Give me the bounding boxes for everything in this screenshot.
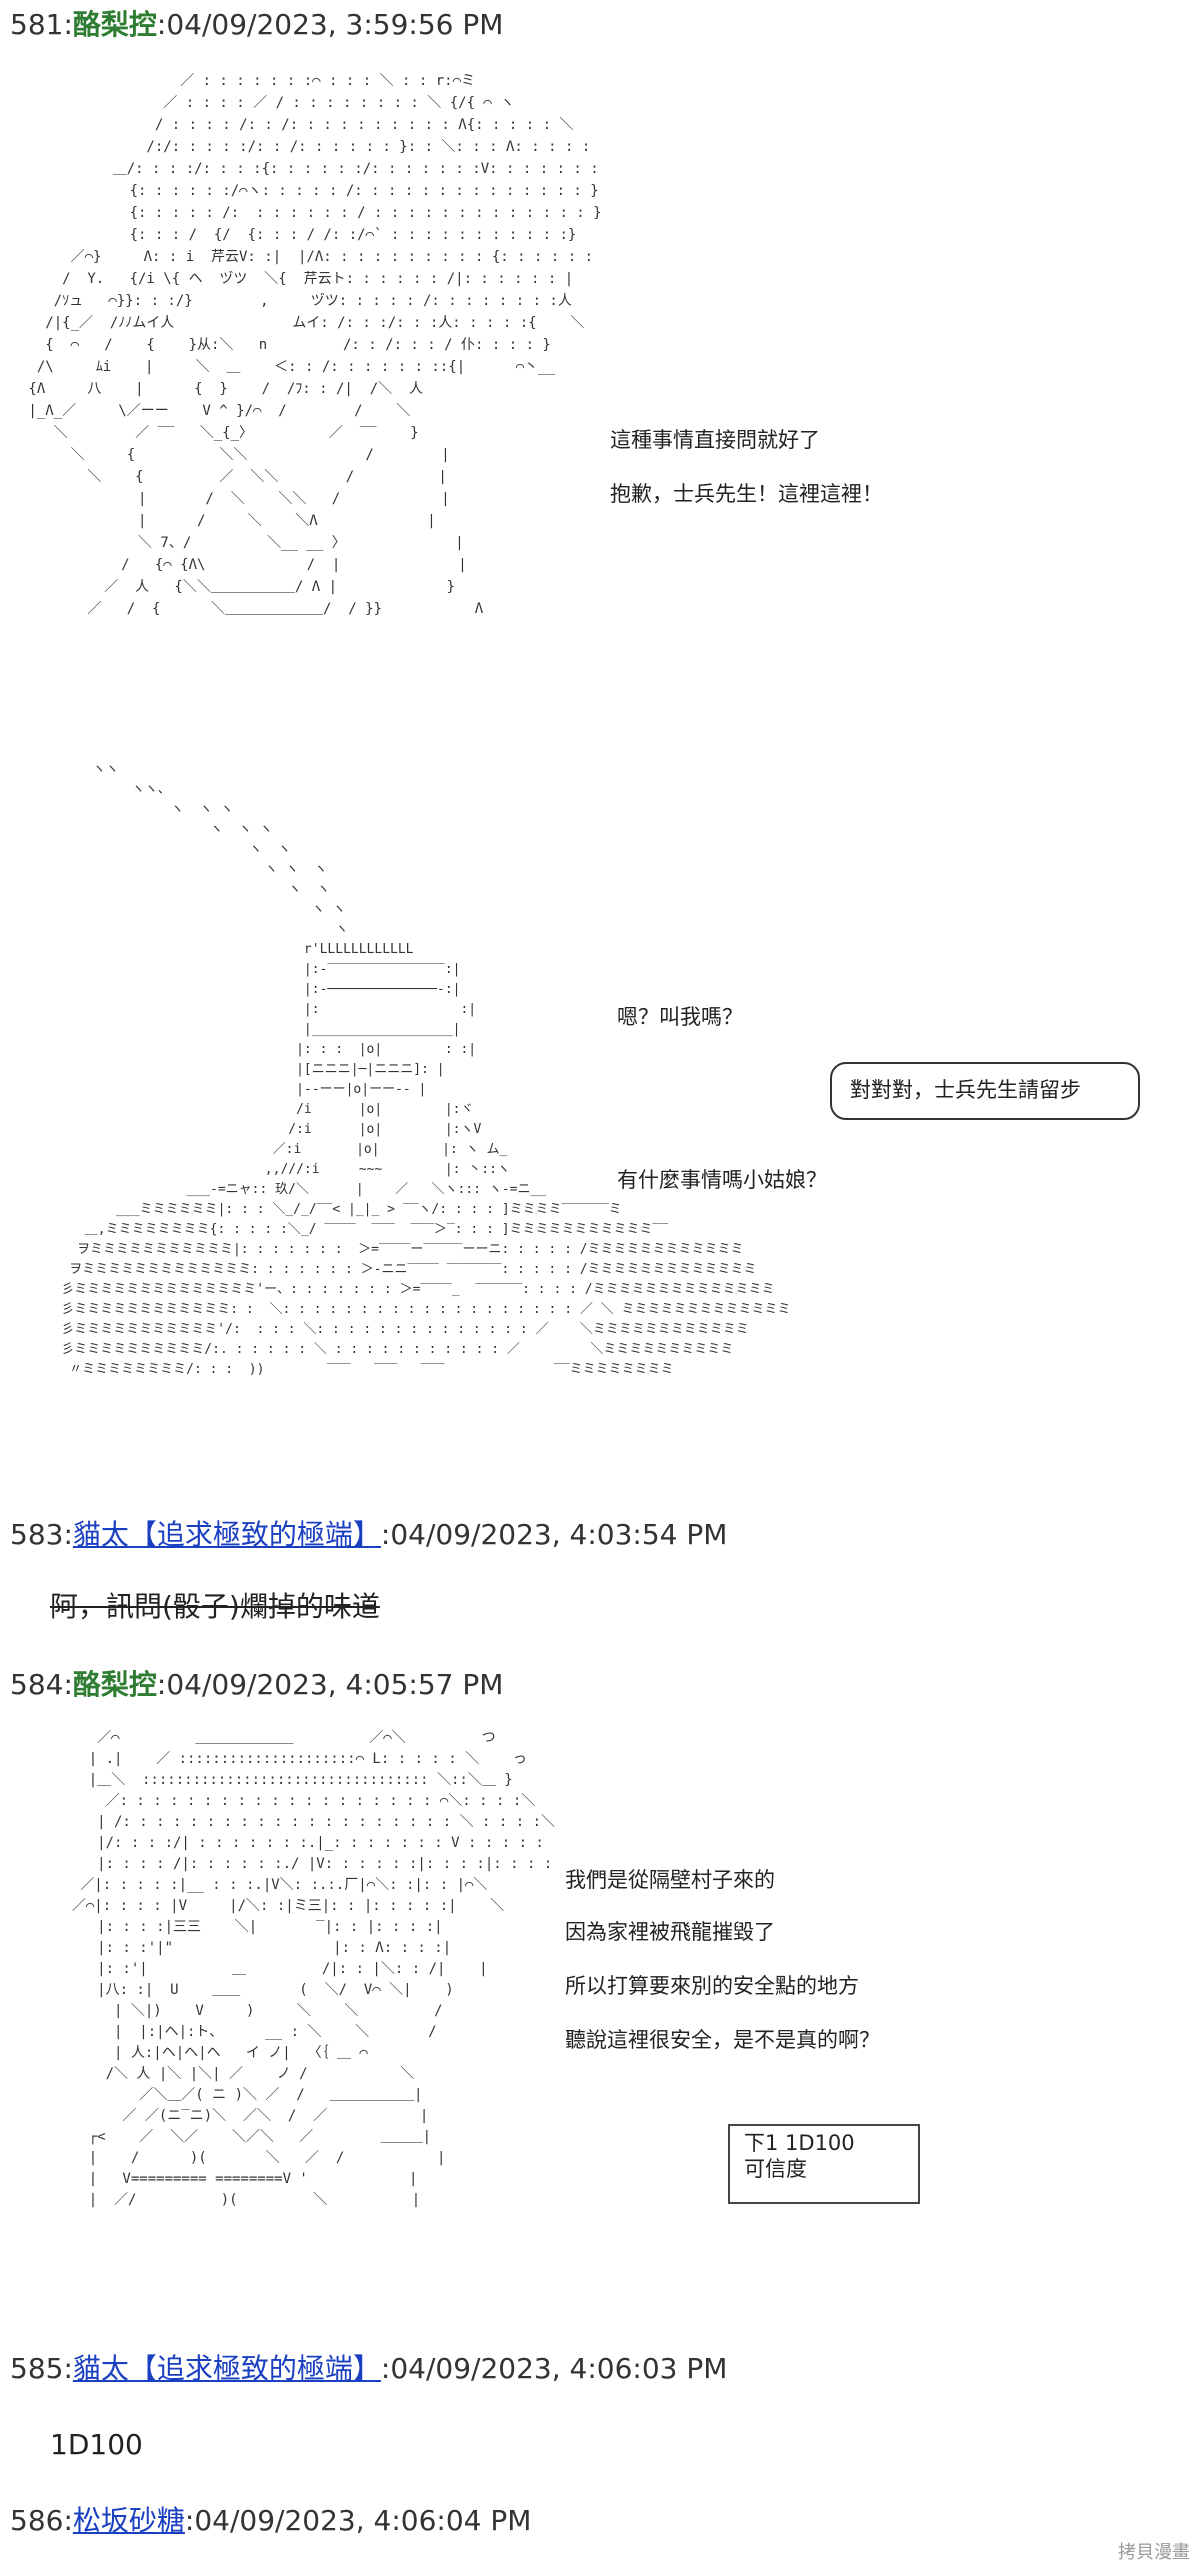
dice-label: 下1 1D100 xyxy=(744,2131,855,2155)
scene2-line-2: 有什麼事情嗎小姑娘？ xyxy=(617,1168,827,1192)
post-number: 584 xyxy=(10,1668,64,1701)
post-header-583: 583:貓太【追求極致的極端】:04/09/2023, 4:03:54 PM xyxy=(10,1518,728,1551)
post-header-586: 586:松坂砂糖:04/09/2023, 4:06:04 PM xyxy=(10,2504,532,2537)
post-date: 04/09/2023, 4:03:54 PM xyxy=(390,1518,728,1551)
post-number: 585 xyxy=(10,2352,64,2385)
ascii-art-girl-2: ／⌒ ＿＿＿＿＿＿＿ ／⌒＼ つ | .| ／ ::::::::::::::::… xyxy=(71,1730,555,2208)
poster-name[interactable]: 酪梨控 xyxy=(72,1668,157,1701)
scene3-line-1: 我們是從隔壁村子來的 xyxy=(565,1868,775,1892)
post-header-584: 584:酪梨控:04/09/2023, 4:05:57 PM xyxy=(10,1668,504,1701)
ascii-art-girl-1: ／ : : : : : : :⌒ : : : ＼ : : r:⌒ミ ／ : : … xyxy=(28,73,600,617)
scene3-line-2: 因為家裡被飛龍摧毀了 xyxy=(565,1920,775,1944)
ascii-art-soldier: ヽヽ ヽヽ、 ヽ ヽ ヽ ヽ ヽ ヽ ヽ ヽ ヽ ヽ ヽ ヽ ヽ xyxy=(61,762,791,1377)
poster-name[interactable]: 松坂砂糖 xyxy=(72,2504,185,2537)
scene3-line-3: 所以打算要來別的安全點的地方 xyxy=(565,1974,859,1998)
poster-name[interactable]: 貓太【追求極致的極端】 xyxy=(72,2352,381,2385)
dice-box: 下1 1D100 可信度 xyxy=(728,2124,920,2204)
post-body-583: 阿，訊問(骰子)爛掉的味道 xyxy=(50,1590,380,1623)
poster-name[interactable]: 貓太【追求極致的極端】 xyxy=(72,1518,381,1551)
post-header-581: 581:酪梨控:04/09/2023, 3:59:56 PM xyxy=(10,8,504,41)
post-header-585: 585:貓太【追求極致的極端】:04/09/2023, 4:06:03 PM xyxy=(10,2352,728,2385)
watermark: 拷貝漫畫 xyxy=(1118,2542,1190,2563)
speech-bubble: 對對對，士兵先生請留步 xyxy=(830,1062,1140,1120)
scene3-line-4: 聽說這裡很安全，是不是真的啊？ xyxy=(565,2028,880,2052)
speech-bubble-text: 對對對，士兵先生請留步 xyxy=(850,1078,1081,1102)
dice-caption: 可信度 xyxy=(744,2157,807,2181)
poster-name[interactable]: 酪梨控 xyxy=(72,8,157,41)
scene1-line-1: 這種事情直接問就好了 xyxy=(610,428,820,452)
post-body-585: 1D100 xyxy=(50,2428,143,2461)
post-number: 581 xyxy=(10,8,64,41)
post-date: 04/09/2023, 4:05:57 PM xyxy=(166,1668,504,1701)
scene2-line-1: 嗯？叫我嗎？ xyxy=(617,1005,743,1029)
scene1-line-2: 抱歉，士兵先生！這裡這裡！ xyxy=(610,482,883,506)
post-number: 586 xyxy=(10,2504,64,2537)
post-date: 04/09/2023, 4:06:03 PM xyxy=(390,2352,728,2385)
post-date: 04/09/2023, 4:06:04 PM xyxy=(194,2504,532,2537)
post-number: 583 xyxy=(10,1518,64,1551)
post-date: 04/09/2023, 3:59:56 PM xyxy=(166,8,504,41)
